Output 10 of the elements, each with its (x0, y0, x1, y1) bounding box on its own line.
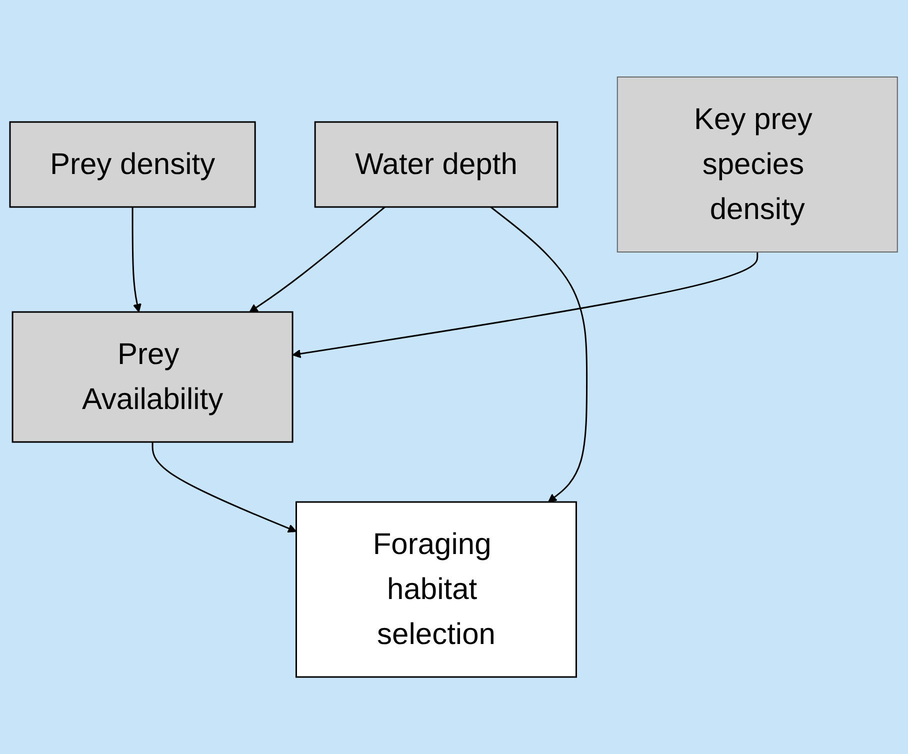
node-box: Prey Availability (12, 311, 294, 443)
arrow (490, 206, 588, 502)
arrow (132, 207, 142, 312)
arrow (152, 442, 297, 533)
node-box: Foraging habitat selection (296, 501, 578, 678)
node-box: Water depth (314, 121, 558, 208)
arrow (292, 252, 758, 358)
node-box: Key prey species density (617, 76, 898, 252)
node-box: Prey density (10, 121, 256, 208)
arrow (250, 206, 386, 312)
